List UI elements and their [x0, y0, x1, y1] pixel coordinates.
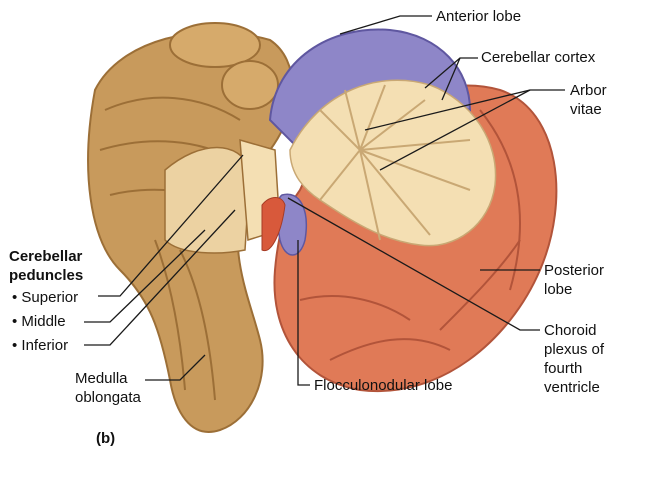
label-arbor-vitae-line2: vitae [570, 101, 602, 118]
leader-lines [84, 15, 565, 386]
panel-label: (b) [96, 430, 116, 447]
label-choroid-line2: plexus of [544, 341, 605, 358]
label-middle-peduncle: • Middle [12, 313, 66, 330]
choroid-plexus [261, 197, 286, 252]
label-choroid-line1: Choroid [544, 322, 597, 339]
label-superior-peduncle: • Superior [12, 289, 79, 306]
label-flocculonodular-lobe: Flocculonodular lobe [314, 377, 453, 394]
label-arbor-vitae-line1: Arbor [570, 82, 607, 99]
label-peduncles-title-line2: peduncles [9, 267, 84, 284]
label-anterior-lobe: Anterior lobe [436, 8, 522, 25]
label-choroid-line4: ventricle [544, 379, 600, 396]
label-cerebellar-cortex: Cerebellar cortex [481, 49, 596, 66]
label-posterior-lobe-line1: Posterior [544, 262, 605, 279]
label-choroid-line3: fourth [544, 360, 583, 377]
label-posterior-lobe-line2: lobe [544, 281, 573, 298]
label-peduncles-title-line1: Cerebellar [9, 248, 83, 265]
label-medulla-line2: oblongata [75, 389, 141, 406]
label-inferior-peduncle: • Inferior [12, 337, 69, 354]
label-medulla-line1: Medulla [75, 370, 128, 387]
